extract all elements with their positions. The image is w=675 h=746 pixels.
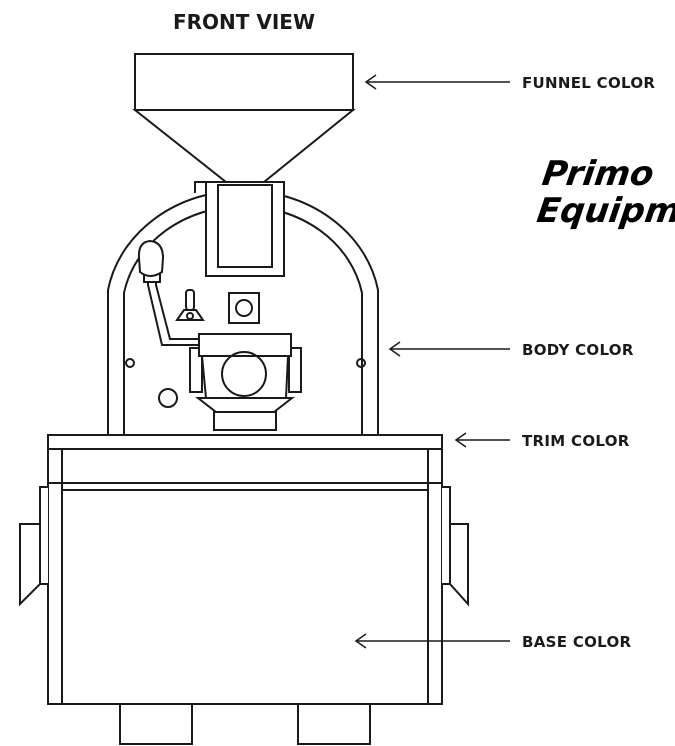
- right-foot: [297, 703, 371, 745]
- roaster-body: [107, 181, 379, 436]
- callout-trim: TRIM COLOR: [454, 432, 630, 450]
- callout-body-label: BODY COLOR: [522, 341, 634, 359]
- left-foot: [119, 703, 193, 745]
- callout-funnel-label: FUNNEL COLOR: [522, 74, 655, 92]
- brand-logo: Primo Equipment: [535, 154, 675, 231]
- base-cabinet: [19, 448, 469, 745]
- callout-base: BASE COLOR: [354, 633, 632, 651]
- drum-front: [189, 333, 302, 431]
- left-side-handle: [19, 486, 48, 607]
- toggle-switch: [175, 289, 205, 321]
- callout-body: BODY COLOR: [388, 341, 634, 359]
- callout-base-label: BASE COLOR: [522, 633, 632, 651]
- logo-line-2: Equipment: [535, 191, 675, 231]
- callout-trim-label: TRIM COLOR: [522, 432, 630, 450]
- right-side-handle: [442, 486, 469, 607]
- callout-funnel: FUNNEL COLOR: [364, 74, 655, 92]
- funnel-hopper: [132, 53, 356, 183]
- diagram-title: FRONT VIEW: [173, 10, 315, 34]
- logo-line-1: Primo: [540, 154, 657, 194]
- trim-rail: [47, 434, 443, 450]
- lever-handle: [137, 239, 210, 346]
